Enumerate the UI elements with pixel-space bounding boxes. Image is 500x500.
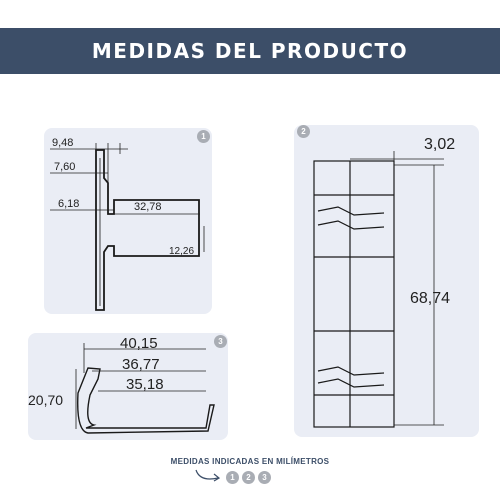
side-view-outline [313,160,395,428]
page-title: MEDIDAS DEL PRODUCTO [91,39,409,63]
hinge-bottom-curve [317,366,385,388]
profile-section-drawing: 9,48 7,60 6,18 32,78 12,26 [50,137,205,311]
panel-badge: 3 [214,335,227,348]
panel-side-view: 3,02 68,74 2 [294,125,479,437]
dim-label-a: 9,48 [52,137,73,149]
top-view-drawing: 40,15 36,77 35,18 20,70 [28,335,215,434]
dim-label-d: 32,78 [134,201,162,213]
dim-label-2a: 3,02 [424,136,455,153]
dim-label-3a: 40,15 [120,335,158,352]
hinge-top-curve [317,206,385,230]
dim-label-c: 6,18 [58,198,79,210]
footer-badge-1: 1 [226,471,239,484]
dim-label-3b: 36,77 [122,356,160,373]
dim-label-3d: 20,70 [28,392,63,408]
panel-badge: 1 [197,130,210,143]
footer-badge-2: 2 [242,471,255,484]
dim-label-e: 12,26 [169,246,194,257]
units-caption: MEDIDAS INDICADAS EN MILÍMETROS [170,457,330,466]
dim-label-3c: 35,18 [126,376,164,393]
footer-badges: 1 2 3 [226,471,271,484]
top-view-outline [77,367,215,434]
side-view-drawing: 3,02 68,74 [313,136,455,428]
header-banner: MEDIDAS DEL PRODUCTO [0,28,500,74]
panel-profile-section: 9,48 7,60 6,18 32,78 12,26 1 [44,128,212,314]
curved-arrow-icon [195,469,221,482]
panel-badge: 2 [297,125,310,138]
dim-label-2b: 68,74 [410,290,450,307]
panel-top-view: 40,15 36,77 35,18 20,70 3 [28,333,228,440]
dim-label-b: 7,60 [54,161,75,173]
profile-outline [95,149,200,311]
footer-badge-3: 3 [258,471,271,484]
